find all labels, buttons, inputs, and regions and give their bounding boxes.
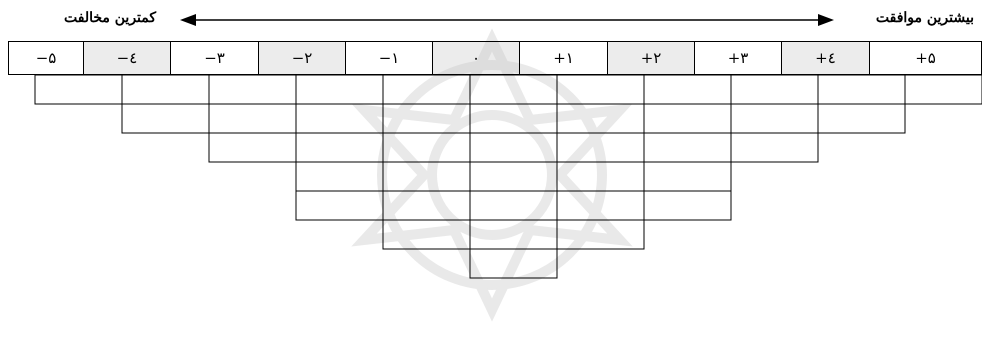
- sort-cell: [296, 191, 383, 220]
- sort-cell: [296, 104, 383, 133]
- sort-cell: [383, 133, 470, 162]
- scale-cell: −۳: [170, 41, 258, 75]
- sort-cell: [818, 104, 905, 133]
- sort-cell: [818, 75, 905, 104]
- sort-cell: [557, 191, 644, 220]
- scale-cell: −٤: [83, 41, 170, 75]
- sort-cell: [383, 75, 470, 104]
- scale-cell: −۱: [345, 41, 432, 75]
- least-agree-label: کمترین مخالفت: [64, 10, 156, 26]
- sort-cell: [383, 162, 470, 191]
- scale-cell: −۲: [258, 41, 345, 75]
- sort-cell: [470, 249, 557, 278]
- sort-cell: [470, 162, 557, 191]
- sort-cell: [470, 75, 557, 104]
- scale-cell: +٤: [781, 41, 869, 75]
- scale-cell: +۵: [869, 41, 982, 75]
- most-agree-label: بیشترین موافقت: [876, 10, 974, 26]
- sort-cell: [557, 133, 644, 162]
- sort-cell: [383, 104, 470, 133]
- sort-cell: [209, 75, 296, 104]
- sort-cell: [905, 75, 982, 104]
- sort-cell: [644, 104, 731, 133]
- sort-cell: [644, 191, 731, 220]
- sort-cell: [470, 133, 557, 162]
- sort-cell: [122, 75, 209, 104]
- sort-cell: [644, 133, 731, 162]
- sort-cell: [557, 220, 644, 249]
- scale-cell: −۵: [8, 41, 83, 75]
- sort-cell: [731, 104, 818, 133]
- sort-cell: [731, 75, 818, 104]
- sort-cell: [209, 104, 296, 133]
- sort-cell: [644, 75, 731, 104]
- scale-cell: +۱: [519, 41, 607, 75]
- sort-cell: [644, 162, 731, 191]
- sort-cell: [731, 133, 818, 162]
- sort-cell: [209, 133, 296, 162]
- sort-cell: [383, 191, 470, 220]
- sort-cell: [557, 162, 644, 191]
- scale-cell: +۲: [607, 41, 694, 75]
- sort-cell: [35, 75, 122, 104]
- sort-cell: [557, 75, 644, 104]
- sort-cell: [296, 133, 383, 162]
- sort-cell: [296, 75, 383, 104]
- sort-cell: [383, 220, 470, 249]
- sort-cell: [296, 162, 383, 191]
- scale-cell: ۰: [432, 41, 519, 75]
- sort-cell: [557, 104, 644, 133]
- sort-cell: [470, 191, 557, 220]
- sort-cell: [470, 220, 557, 249]
- sort-cell: [470, 104, 557, 133]
- scale-cell: +۳: [694, 41, 781, 75]
- sort-cell: [122, 104, 209, 133]
